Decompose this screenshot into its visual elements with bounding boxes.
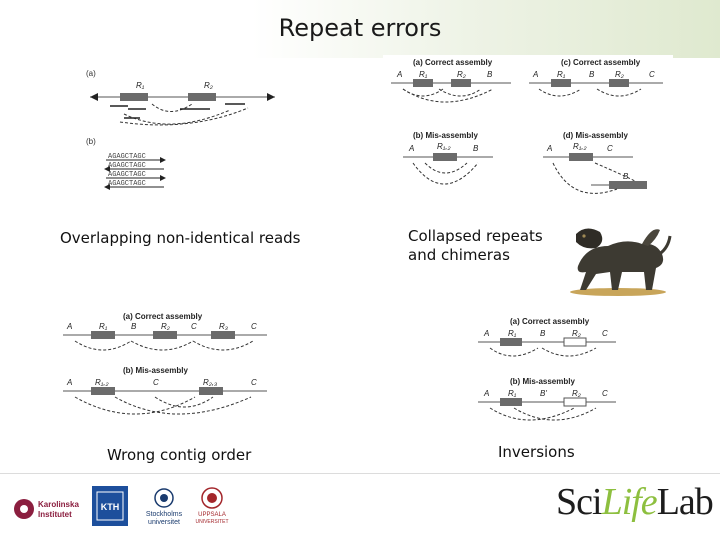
kth-text: KTH (101, 502, 120, 512)
collapsed-panel-b-title: (b) Mis-assembly (413, 131, 478, 140)
caption-collapsed-line2: and chimeras (408, 246, 543, 265)
order-b-label-2: C (153, 378, 159, 387)
collapsed-b-label-2: B (473, 144, 479, 153)
read-sequence-2: AGAGCTAGC (108, 162, 146, 170)
inversion-panel-a-title: (a) Correct assembly (510, 317, 590, 326)
order-b-label-0: A (66, 378, 72, 387)
inversion-b-label-2: B' (540, 389, 547, 398)
collapsed-panel-d-title: (d) Mis-assembly (563, 131, 628, 140)
kth-logo: KTH (92, 486, 128, 526)
figure-inversions: (a) Correct assembly A R₁ B R₂ C (b) Mis… (468, 312, 624, 436)
inversion-a-label-0: A (483, 329, 489, 338)
order-a-label-2: B (131, 322, 137, 331)
inversion-a-label-1: R₁ (508, 329, 517, 338)
panel-b-label: (b) (86, 137, 96, 146)
read-sequence-4: AGAGCTAGC (108, 180, 146, 188)
read-sequence-3: AGAGCTAGC (108, 171, 146, 179)
uppsala-line2: UNIVERSITET (195, 519, 228, 525)
inversion-b-label-0: A (483, 389, 489, 398)
order-b-label-1: R₁,₂ (95, 378, 109, 387)
inversion-a-label-3: R₂ (572, 329, 581, 338)
collapsed-panel-a-title: (a) Correct assembly (413, 58, 493, 67)
order-b-label-3: R₂,₃ (203, 378, 217, 387)
karolinska-logo: Karolinska Institutet (12, 492, 82, 526)
caption-wrong-order: Wrong contig order (107, 446, 251, 465)
collapsed-a-label-2: R₂ (457, 70, 466, 79)
order-a-label-4: C (191, 322, 197, 331)
repeat-r1-label: R₁ (136, 81, 145, 90)
figure-overlapping-reads: (a) R₁ R₂ (b) AGAGCTAGC AGAGCTAGC AGAGCT… (80, 64, 280, 196)
karolinska-line1: Karolinska (38, 500, 79, 509)
collapsed-b-label-1: R₁,₂ (437, 142, 451, 151)
collapsed-d-label-0: A (546, 144, 552, 153)
repeat-r2-label: R₂ (204, 81, 213, 90)
read-sequence-1: AGAGCTAGC (108, 153, 146, 161)
collapsed-a-label-0: A (396, 70, 402, 79)
order-a-label-5: R₃ (219, 322, 228, 331)
collapsed-c-label-2: B (589, 70, 595, 79)
inversion-b-label-4: C (602, 389, 608, 398)
stockholm-line1: Stockholms (146, 511, 183, 518)
order-panel-a-title: (a) Correct assembly (123, 312, 203, 321)
scilifelab-part-life: Life (602, 481, 657, 523)
scilifelab-part-sci: Sci (556, 481, 602, 523)
order-a-label-0: A (66, 322, 72, 331)
collapsed-d-label-1: R₁,₂ (573, 142, 587, 151)
footer-divider (0, 473, 720, 474)
stockholm-line2: universitet (148, 519, 180, 526)
collapsed-panel-c-title: (c) Correct assembly (561, 58, 641, 67)
scilifelab-part-lab: Lab (657, 481, 713, 523)
collapsed-c-label-1: R₁ (557, 70, 566, 79)
stockholm-university-logo: Stockholms universitet (138, 486, 190, 526)
slide-title: Repeat errors (0, 14, 720, 42)
inversion-a-label-4: C (602, 329, 608, 338)
inversion-panel-b-title: (b) Mis-assembly (510, 377, 575, 386)
inversion-a-label-2: B (540, 329, 546, 338)
collapsed-b-label-0: A (408, 144, 414, 153)
caption-collapsed-repeats: Collapsed repeats and chimeras (408, 227, 543, 265)
scilifelab-logo: SciLifeLab (556, 480, 713, 520)
uppsala-university-logo: UPPSALA UNIVERSITET (190, 486, 234, 526)
collapsed-d-label-2: C (607, 144, 613, 153)
caption-collapsed-line1: Collapsed repeats (408, 227, 543, 246)
order-a-label-1: R₁ (99, 322, 108, 331)
inversion-b-label-1: R₁ (508, 389, 517, 398)
inversion-b-label-3: R₂ (572, 389, 581, 398)
caption-overlapping-reads: Overlapping non-identical reads (60, 229, 301, 248)
collapsed-c-label-3: R₂ (615, 70, 624, 79)
order-b-label-4: C (251, 378, 257, 387)
uppsala-line1: UPPSALA (198, 512, 226, 518)
order-a-label-3: R₂ (161, 322, 170, 331)
order-a-label-6: C (251, 322, 257, 331)
collapsed-a-label-1: R₁ (419, 70, 428, 79)
figure-collapsed-repeats: (a) Correct assembly A R₁ R₂ B (c) Corre… (383, 55, 673, 215)
figure-wrong-contig-order: (a) Correct assembly A R₁ B R₂ C R₃ C (b… (55, 305, 273, 433)
caption-inversions: Inversions (498, 443, 575, 462)
collapsed-d-label-3: B (623, 172, 629, 181)
karolinska-line2: Institutet (38, 510, 72, 519)
chimera-statue-image (556, 216, 674, 298)
order-panel-b-title: (b) Mis-assembly (123, 366, 188, 375)
collapsed-c-label-0: A (532, 70, 538, 79)
collapsed-a-label-3: B (487, 70, 493, 79)
collapsed-c-label-4: C (649, 70, 655, 79)
panel-a-label: (a) (86, 69, 96, 78)
